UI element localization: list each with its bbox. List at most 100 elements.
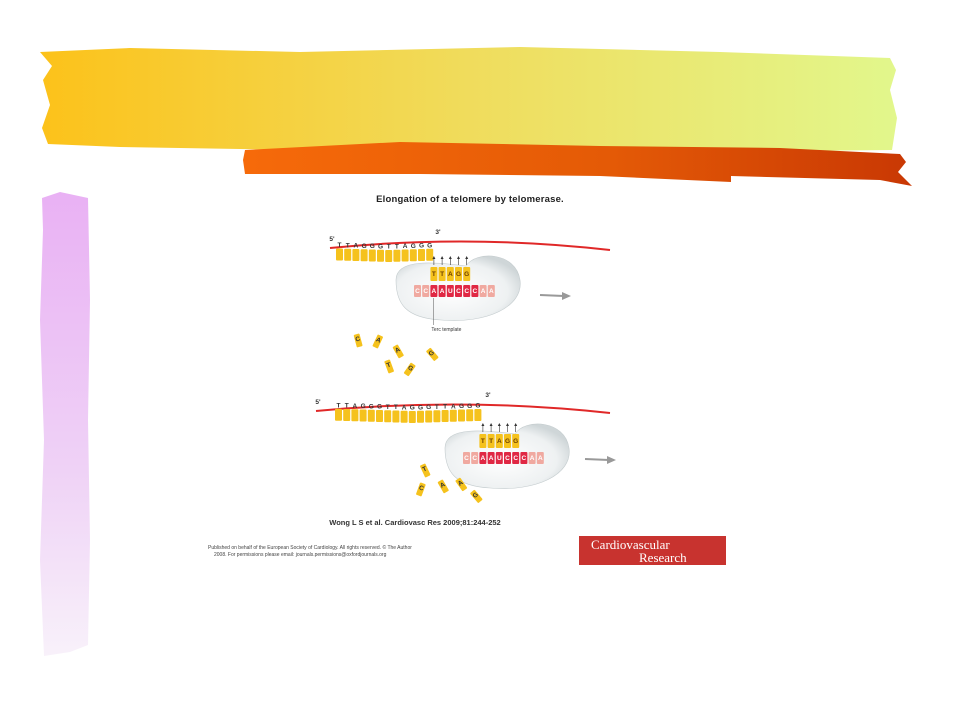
template-nucleotide bbox=[438, 285, 446, 297]
free-nucleotide-letter: C bbox=[418, 484, 425, 492]
strand-nucleotide bbox=[449, 409, 457, 422]
free-nucleotide-tile bbox=[420, 463, 431, 478]
strand-nucleotide bbox=[433, 410, 441, 423]
strand-nucleotide bbox=[367, 409, 375, 422]
free-nucleotide-tile bbox=[372, 334, 383, 349]
template-nucleotide bbox=[487, 285, 495, 297]
strand-letter: G bbox=[369, 403, 374, 410]
free-nucleotide: T bbox=[384, 359, 394, 374]
dna-strand bbox=[315, 403, 611, 414]
strand-nucleotide bbox=[458, 409, 465, 422]
strand-nucleotide bbox=[344, 248, 352, 261]
template-letter: A bbox=[481, 455, 486, 462]
free-nucleotide: C bbox=[353, 333, 363, 348]
arrow-head bbox=[514, 423, 518, 426]
arrow-head bbox=[481, 423, 485, 426]
template-letter: C bbox=[464, 455, 469, 462]
strand-nucleotide bbox=[343, 409, 351, 421]
free-nucleotide-letter: A bbox=[394, 346, 402, 355]
added-nucleotide bbox=[430, 267, 438, 281]
added-nucleotide bbox=[463, 267, 471, 281]
arrow-head bbox=[440, 256, 444, 259]
template-nucleotide bbox=[487, 452, 495, 464]
five-prime-label: 5' bbox=[315, 399, 321, 406]
publisher-line-1: Published on behalf of the European Soci… bbox=[208, 545, 412, 551]
free-nucleotide: G bbox=[426, 347, 439, 361]
added-nucleotide bbox=[446, 267, 454, 281]
added-letter: A bbox=[448, 271, 453, 278]
strand-letter: G bbox=[475, 403, 480, 410]
banner-orange bbox=[243, 142, 912, 186]
publisher-note: Published on behalf of the European Soci… bbox=[208, 545, 508, 559]
strand-nucleotide bbox=[400, 410, 408, 423]
arrow-head bbox=[506, 423, 509, 426]
strand-nucleotide bbox=[385, 250, 393, 262]
template-nucleotide bbox=[536, 452, 544, 464]
template-letter: A bbox=[530, 455, 535, 462]
strand-nucleotide bbox=[441, 410, 449, 422]
five-prime-label: 5' bbox=[329, 236, 335, 243]
arrow-head bbox=[448, 256, 452, 259]
strand-letter: T bbox=[394, 404, 398, 411]
template-letter: A bbox=[440, 288, 445, 295]
strand-nucleotide bbox=[336, 248, 343, 261]
free-nucleotide-tile bbox=[470, 489, 483, 503]
template-nucleotide bbox=[422, 285, 430, 297]
template-letter: C bbox=[415, 288, 420, 295]
arrow-head bbox=[465, 256, 469, 259]
free-nucleotide: A bbox=[437, 479, 449, 494]
added-letter: T bbox=[440, 271, 444, 278]
template-letter: A bbox=[432, 288, 437, 295]
strand-nucleotide bbox=[392, 410, 400, 423]
strand-letter: G bbox=[427, 242, 432, 249]
logo-line-2: Research bbox=[639, 550, 687, 565]
arrow-head bbox=[432, 256, 436, 259]
template-letter: C bbox=[505, 455, 510, 462]
template-letter: C bbox=[513, 455, 518, 462]
arrow-head bbox=[457, 256, 460, 259]
strand-letter: G bbox=[361, 403, 366, 410]
strand-nucleotide bbox=[408, 411, 416, 423]
strand-letter: G bbox=[378, 243, 383, 250]
free-nucleotide: A bbox=[372, 334, 383, 349]
added-nucleotide bbox=[479, 434, 487, 448]
template-nucleotide bbox=[463, 285, 471, 297]
strand-nucleotide bbox=[360, 249, 368, 262]
direction-arrow bbox=[584, 458, 610, 461]
strand-letter: A bbox=[353, 403, 358, 410]
added-letter: T bbox=[489, 438, 493, 445]
added-letter: A bbox=[497, 438, 502, 445]
strand-nucleotide bbox=[384, 410, 392, 423]
dna-strand bbox=[329, 240, 611, 251]
template-letter: A bbox=[481, 288, 486, 295]
free-nucleotide-tile bbox=[392, 344, 404, 359]
strand-nucleotide bbox=[352, 249, 360, 261]
strand-nucleotide bbox=[417, 410, 424, 423]
strand-letter: T bbox=[435, 404, 439, 411]
strand-letter: G bbox=[418, 404, 423, 411]
template-label: Terc template bbox=[431, 327, 461, 333]
template-nucleotide bbox=[528, 452, 536, 464]
strand-nucleotide bbox=[376, 410, 383, 422]
free-nucleotide-tile bbox=[437, 479, 449, 494]
three-prime-label: 3' bbox=[435, 229, 441, 236]
strand-letter: T bbox=[386, 404, 390, 411]
template-nucleotide bbox=[504, 452, 511, 464]
template-nucleotide bbox=[414, 285, 421, 297]
strand-nucleotide bbox=[368, 249, 376, 262]
citation: Wong L S et al. Cardiovasc Res 2009;81:2… bbox=[329, 518, 501, 527]
strand-letter: T bbox=[443, 404, 447, 411]
template-letter: A bbox=[538, 455, 543, 462]
template-letter: C bbox=[464, 288, 469, 295]
template-nucleotide bbox=[446, 285, 454, 297]
template-nucleotide bbox=[463, 452, 470, 464]
added-letter: G bbox=[464, 271, 469, 278]
free-nucleotide-letter: G bbox=[471, 491, 479, 500]
three-prime-label: 3' bbox=[485, 392, 491, 399]
free-nucleotide-letter: A bbox=[375, 336, 382, 344]
strand-nucleotide bbox=[425, 410, 433, 423]
strand-nucleotide bbox=[335, 408, 342, 421]
